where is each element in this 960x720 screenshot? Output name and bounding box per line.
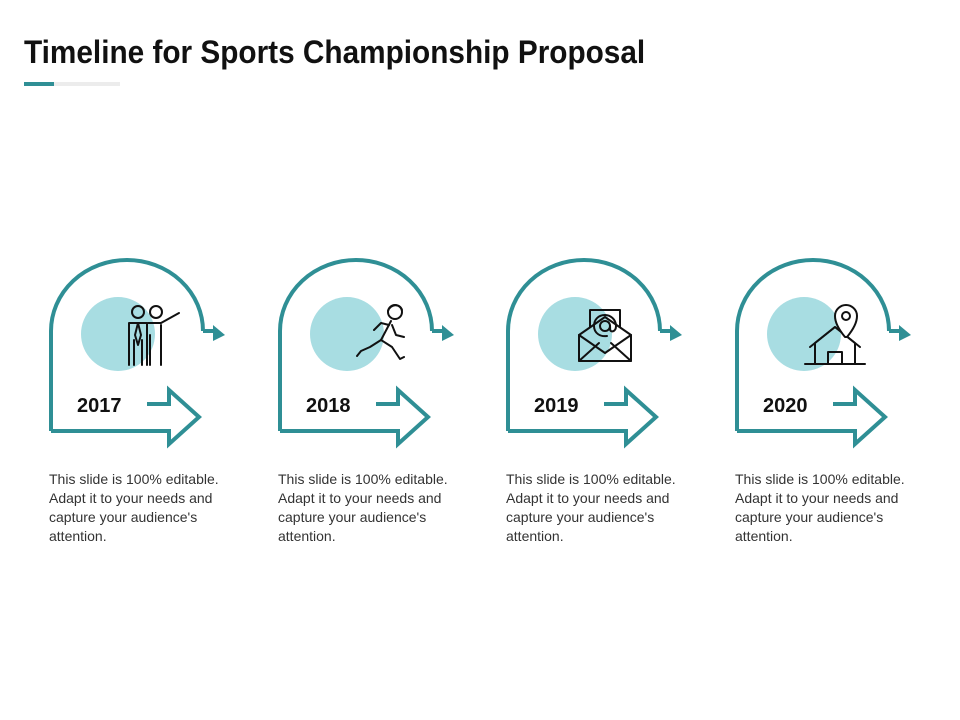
year-label: 2017 bbox=[77, 395, 122, 417]
timeline-step-2019: 2019 This slide is 100% editable. Adapt … bbox=[506, 255, 706, 575]
year-label: 2020 bbox=[763, 395, 808, 417]
step-description: This slide is 100% editable. Adapt it to… bbox=[506, 471, 676, 544]
email-envelope-icon bbox=[578, 309, 632, 362]
two-people-pointing-icon bbox=[128, 305, 180, 366]
step-description: This slide is 100% editable. Adapt it to… bbox=[49, 471, 219, 544]
slide-title: Timeline for Sports Championship Proposa… bbox=[24, 34, 646, 70]
step-frame-arrow bbox=[49, 258, 225, 449]
step-description: This slide is 100% editable. Adapt it to… bbox=[278, 471, 448, 544]
title-underline-accent bbox=[24, 82, 54, 86]
title-underline bbox=[24, 82, 120, 86]
running-athlete-icon bbox=[356, 304, 405, 360]
timeline-step-2018: 2018 This slide is 100% editable. Adapt … bbox=[278, 255, 478, 575]
home-location-icon bbox=[804, 304, 866, 365]
timeline-step-2020: 2020 This slide is 100% editable. Adapt … bbox=[735, 255, 935, 575]
step-description: This slide is 100% editable. Adapt it to… bbox=[735, 471, 905, 544]
step-frame-arrow bbox=[735, 258, 911, 449]
step-frame-arrow bbox=[506, 258, 682, 449]
year-label: 2018 bbox=[306, 395, 351, 417]
step-frame-arrow bbox=[278, 258, 454, 449]
timeline-step-2017: 2017 This slide is 100% editable. Adapt … bbox=[49, 255, 249, 575]
year-label: 2019 bbox=[534, 395, 579, 417]
